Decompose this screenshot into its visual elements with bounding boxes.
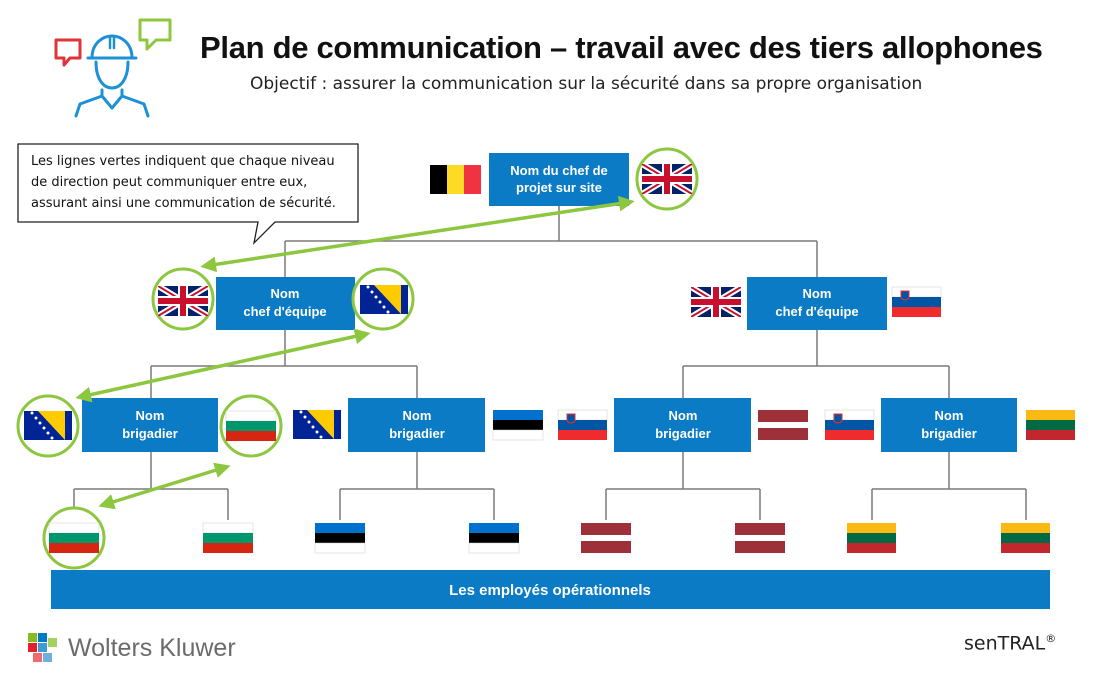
brigadier-4-line-2: brigadier — [921, 426, 977, 441]
flag-lithuania — [1001, 523, 1050, 553]
flag-lithuania — [1026, 410, 1075, 440]
flag-estonia — [492, 410, 544, 441]
team-lead-right-line-2: chef d'équipe — [775, 304, 858, 319]
page-title: Plan de communication – travail avec des… — [200, 30, 1043, 65]
brigadier-1-line-2: brigadier — [122, 426, 178, 441]
flag-bosnia — [293, 410, 341, 439]
team-lead-left-line-2: chef d'équipe — [243, 304, 326, 319]
page-subtitle: Objectif : assurer la communication sur … — [250, 74, 923, 94]
flag-slovenia — [891, 286, 942, 317]
flag-united-kingdom — [642, 164, 692, 194]
flag-united-kingdom — [691, 287, 741, 317]
team-lead-box-left: Nom chef d'équipe — [216, 277, 355, 330]
flag-slovenia — [557, 409, 608, 440]
flag-bulgaria — [225, 410, 277, 441]
sentral-name: senTRAL — [964, 632, 1046, 655]
arrow-top-to-team — [200, 195, 635, 273]
brigadier-2-line-1: Nom — [403, 408, 432, 423]
callout-line-1: Les lignes vertes indiquent que chaque n… — [31, 154, 335, 169]
brigadier-2-line-2: brigadier — [389, 426, 445, 441]
flag-lithuania — [847, 523, 896, 553]
communication-arrows — [75, 195, 635, 510]
arrow-team-to-brigadier — [75, 328, 371, 403]
employees-bar-label: Les employés opérationnels — [449, 582, 651, 599]
brigadier-box-1: Nom brigadier — [82, 398, 218, 452]
brigadier-4-line-1: Nom — [935, 408, 964, 423]
sentral-logo-text: senTRAL® — [964, 632, 1056, 654]
project-manager-line-2: projet sur site — [516, 180, 602, 195]
wolters-kluwer-logo-text: Wolters Kluwer — [68, 634, 236, 662]
callout-box: Les lignes vertes indiquent que chaque n… — [17, 143, 359, 245]
flag-belgium — [430, 165, 481, 194]
flag-bulgaria — [48, 522, 100, 553]
brigadier-box-4: Nom brigadier — [881, 398, 1017, 452]
callout-line-3: assurant ainsi une communication de sécu… — [31, 196, 336, 211]
flag-bulgaria — [202, 522, 254, 553]
brigadier-1-line-1: Nom — [136, 408, 165, 423]
flag-bosnia — [360, 285, 408, 314]
project-manager-line-1: Nom du chef de — [510, 163, 608, 178]
brigadier-box-2: Nom brigadier — [348, 398, 485, 452]
connector-lines — [73, 206, 1027, 520]
registered-mark: ® — [1045, 632, 1057, 645]
brigadier-box-3: Nom brigadier — [614, 398, 751, 452]
flag-latvia — [581, 523, 631, 553]
arrow-brigadier-to-worker — [98, 462, 231, 510]
team-lead-right-line-1: Nom — [803, 286, 832, 301]
flag-united-kingdom — [158, 286, 208, 316]
brigadier-3-line-2: brigadier — [655, 426, 711, 441]
team-lead-box-right: Nom chef d'équipe — [747, 277, 887, 330]
wolters-kluwer-logo-icon — [28, 633, 57, 662]
callout-line-2: de direction peut communiquer entre eux, — [31, 175, 307, 190]
flag-estonia — [314, 523, 366, 554]
project-manager-box: Nom du chef de projet sur site — [489, 153, 629, 206]
team-lead-left-line-1: Nom — [271, 286, 300, 301]
flag-latvia — [758, 410, 808, 440]
flag-latvia — [735, 523, 785, 553]
flag-bosnia — [24, 411, 72, 440]
flag-estonia — [468, 523, 520, 554]
brigadier-3-line-1: Nom — [669, 408, 698, 423]
worker-icon — [54, 18, 172, 118]
flag-slovenia — [824, 409, 875, 440]
employees-bar: Les employés opérationnels — [51, 570, 1050, 609]
